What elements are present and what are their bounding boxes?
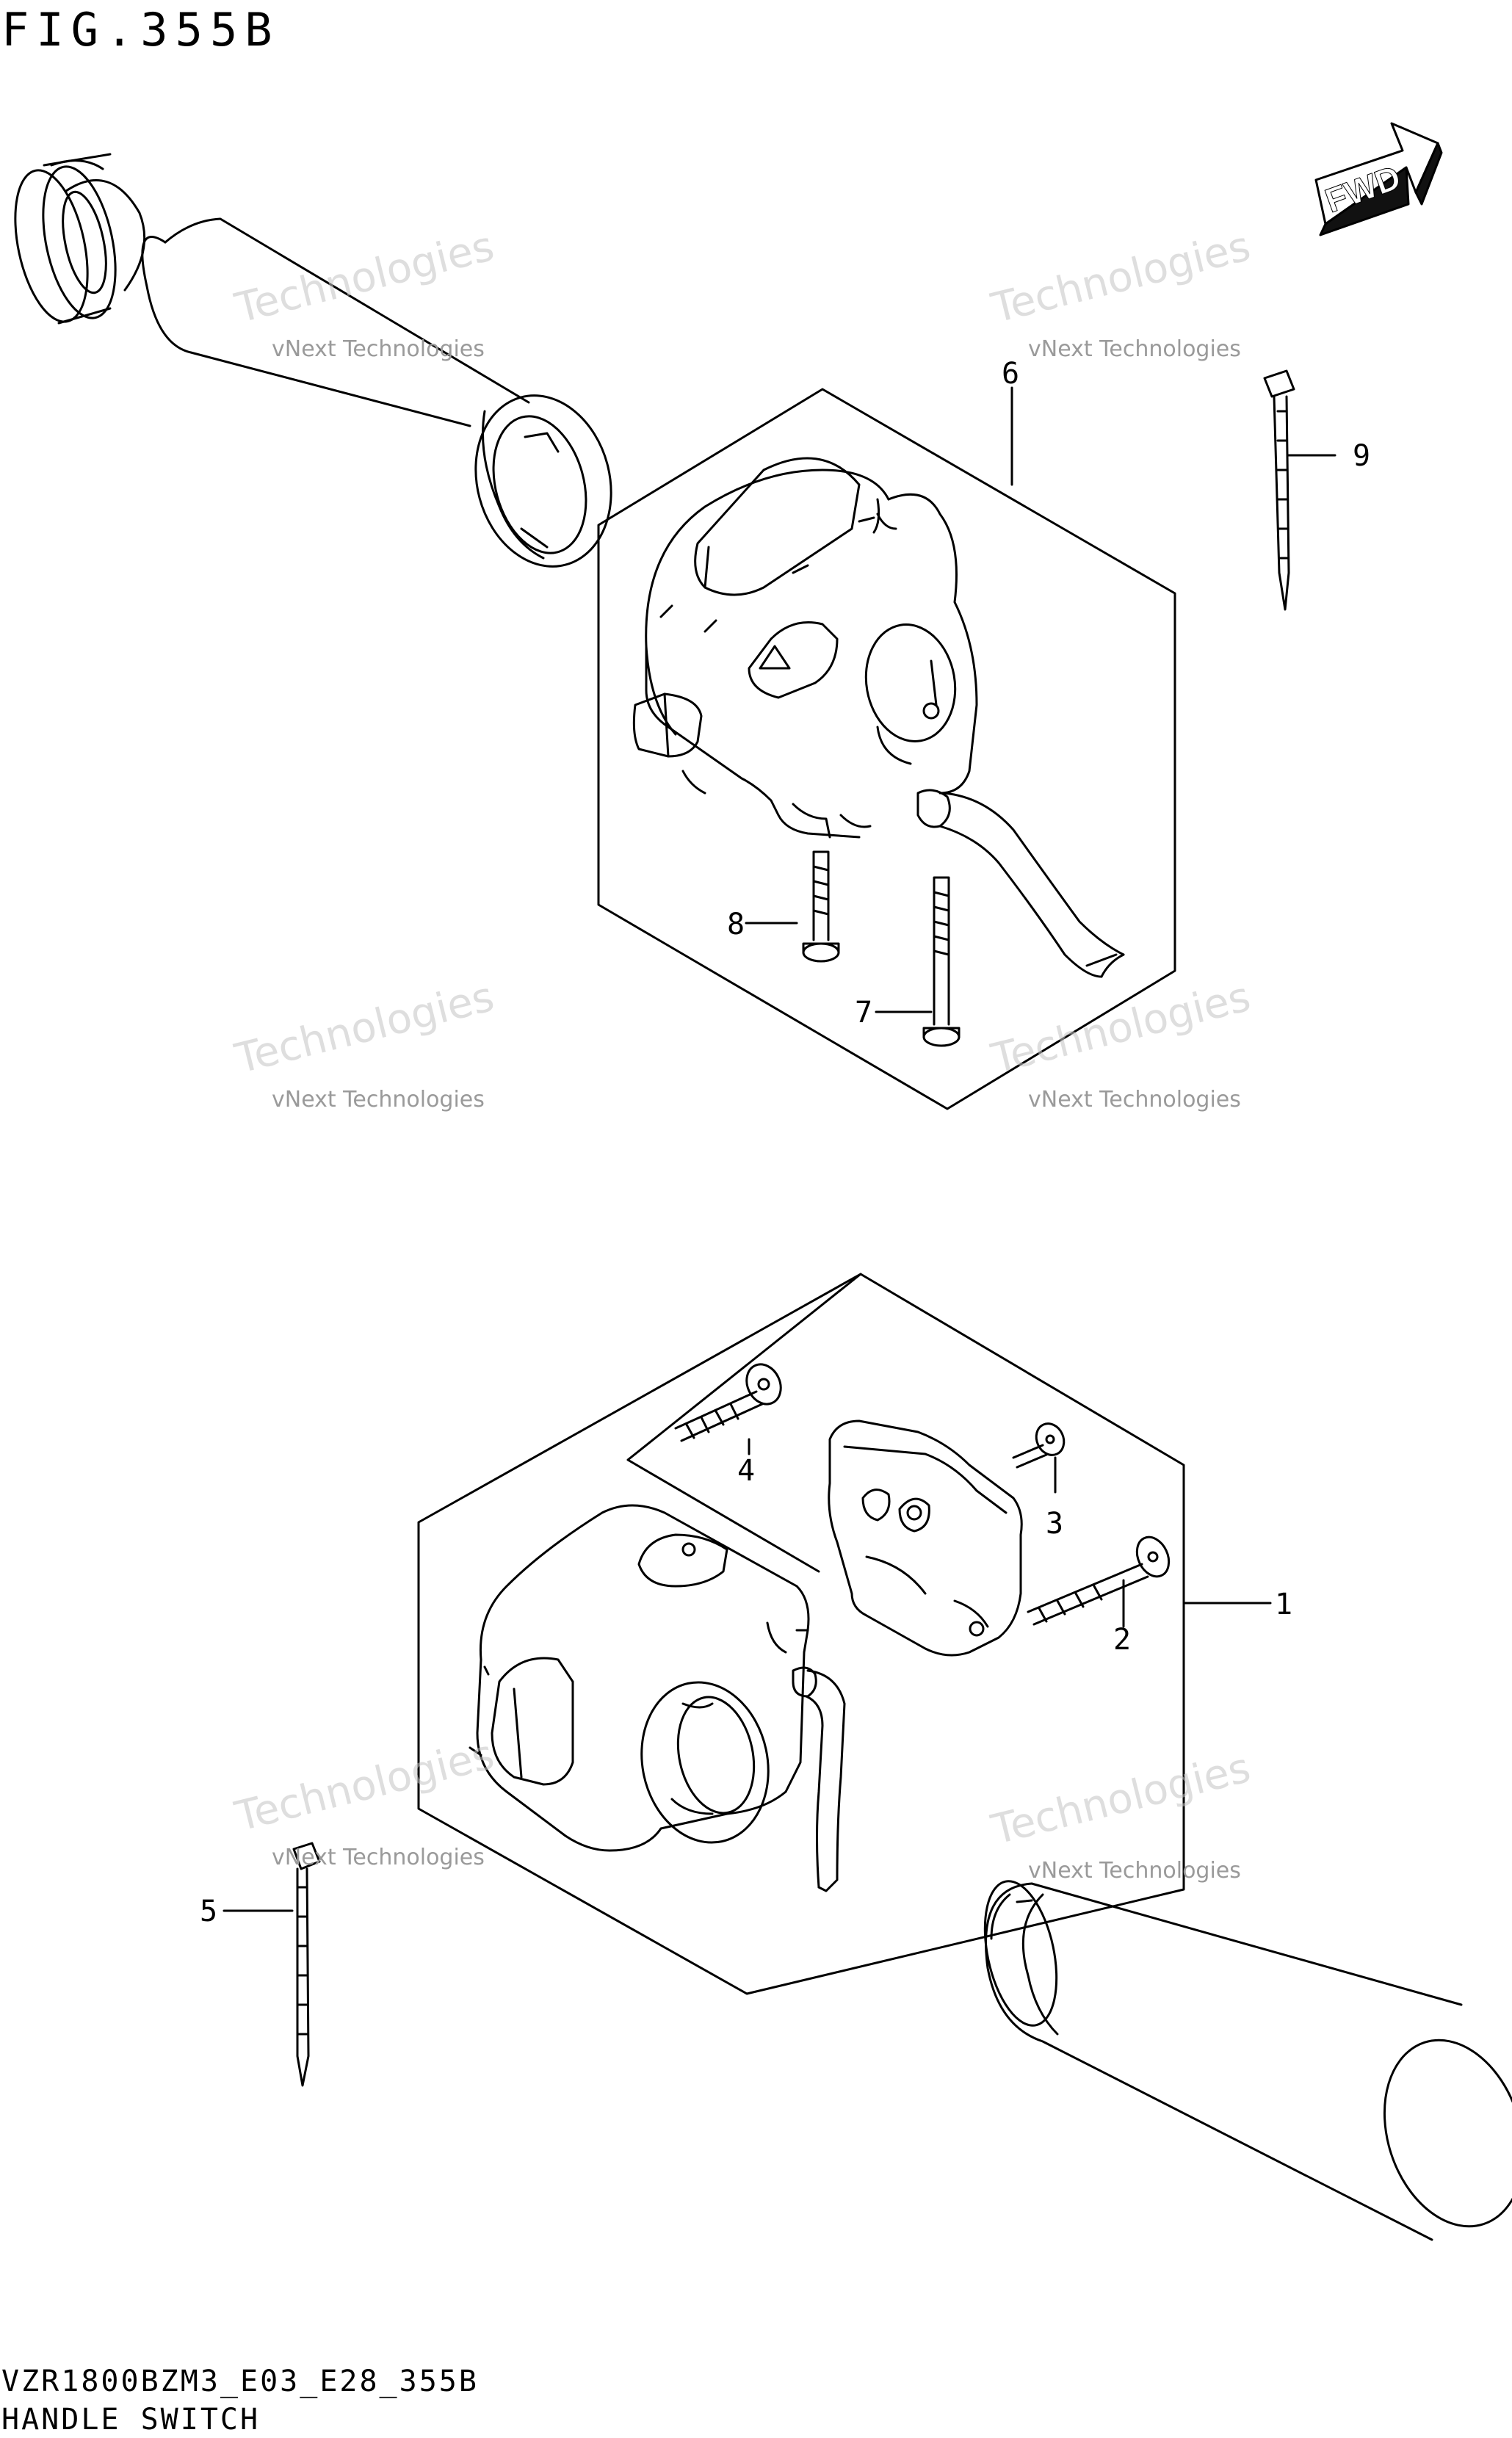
- grip-collar-left: [3, 154, 145, 328]
- cable-tie-9: [1265, 371, 1294, 610]
- callout-3: 3: [1046, 1507, 1064, 1541]
- screw-7: [924, 878, 959, 1046]
- callout-1: 1: [1275, 1588, 1293, 1621]
- screw-8: [803, 852, 839, 961]
- model-code: VZR1800BZM3_E03_E28_355B: [1, 2365, 479, 2398]
- callout-9: 9: [1353, 439, 1371, 473]
- switch-housing-left: [470, 1505, 844, 1891]
- grip-left: [142, 219, 630, 582]
- screw-3: [1013, 1419, 1069, 1467]
- callout-6: 6: [1002, 357, 1020, 391]
- callout-7: 7: [855, 996, 873, 1030]
- box-inner-lines: [628, 1274, 861, 1571]
- figure-name: HANDLE SWITCH: [1, 2403, 261, 2437]
- leader-lines: [224, 388, 1335, 1911]
- fwd-arrow-icon: FWD: [1316, 123, 1442, 235]
- switch-housing-right: [634, 458, 1124, 977]
- assembly-box-1: [419, 1274, 1184, 1994]
- screw-2: [1028, 1532, 1175, 1624]
- switch-clamp: [829, 1421, 1022, 1655]
- screw-4: [676, 1359, 787, 1441]
- callout-4: 4: [737, 1454, 756, 1488]
- callout-5: 5: [200, 1895, 218, 1928]
- figure-title: FIG.355B: [1, 3, 280, 57]
- grip-right: [973, 1875, 1512, 2245]
- callout-8: 8: [727, 908, 745, 941]
- cable-tie-5: [294, 1843, 319, 2086]
- callout-2: 2: [1113, 1623, 1132, 1657]
- assembly-box-6: [598, 389, 1175, 1109]
